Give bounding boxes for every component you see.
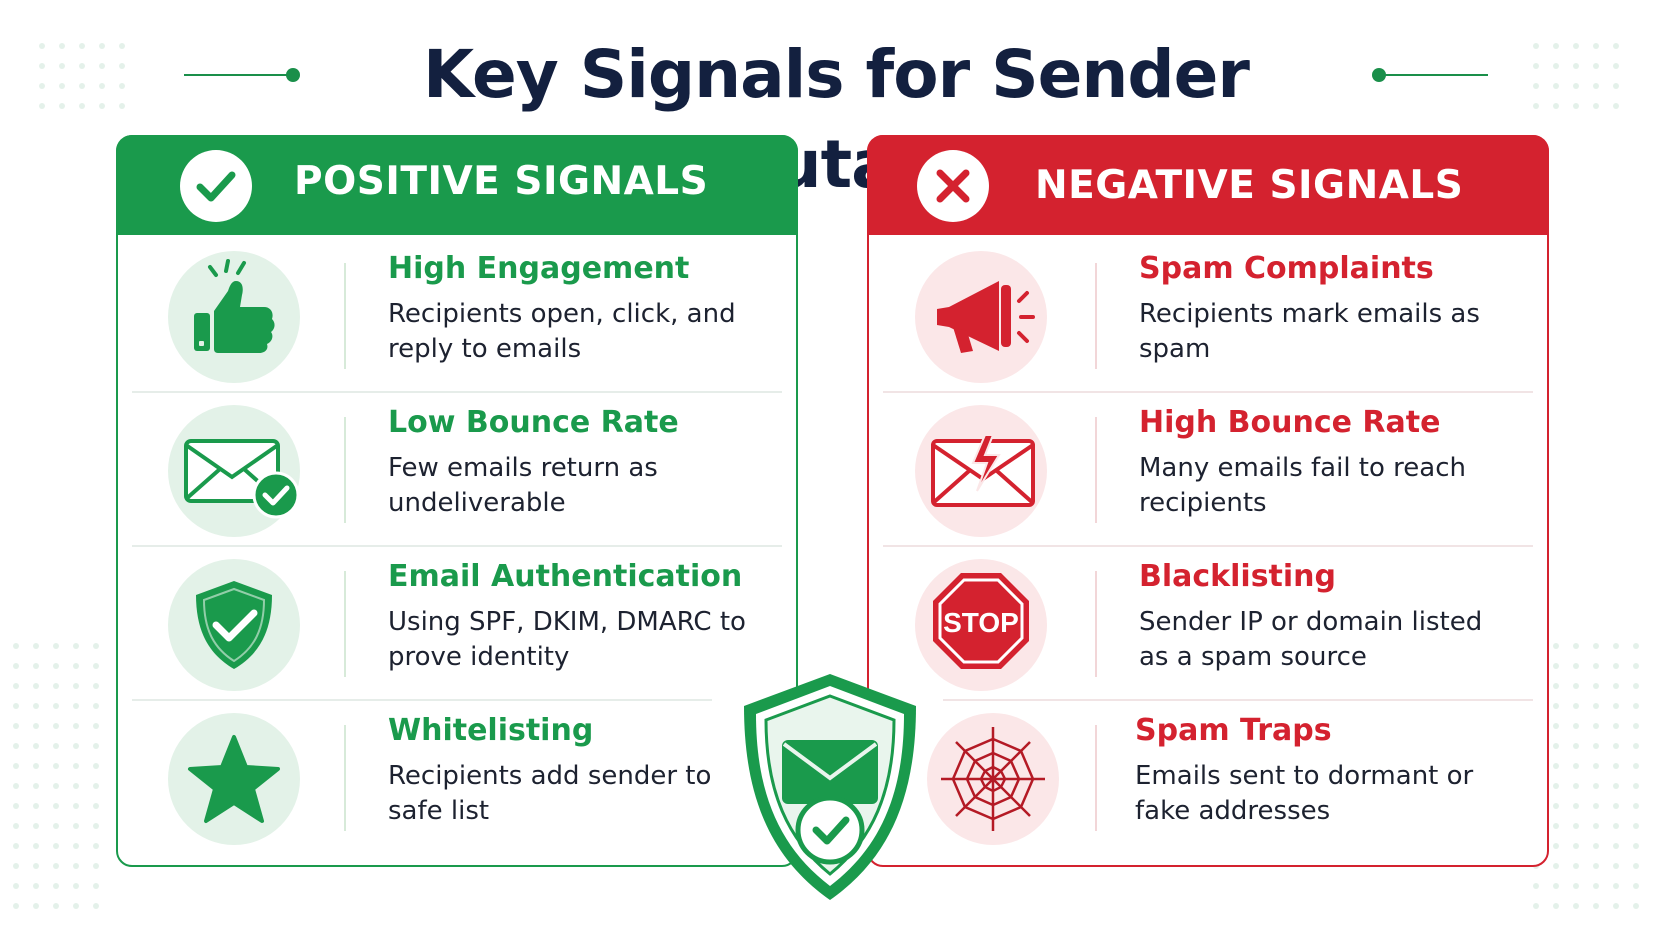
signal-description: Sender IP or domain listed as a spam sou… <box>1139 607 1483 672</box>
positive-panel-title: POSITIVE SIGNALS <box>294 159 709 204</box>
decorative-dots-top-left <box>39 43 125 109</box>
signal-title: Whitelisting <box>388 713 594 748</box>
stop-sign-icon: STOP <box>915 559 1047 691</box>
signal-title: High Engagement <box>388 251 690 286</box>
signal-title: Low Bounce Rate <box>388 405 679 440</box>
title-line-left <box>184 68 300 82</box>
envelope-check-icon <box>168 405 300 537</box>
signal-row-high-engagement: High Engagement Recipients open, click, … <box>132 239 782 393</box>
negative-panel-title: NEGATIVE SIGNALS <box>1035 163 1464 208</box>
signal-title: Spam Traps <box>1135 713 1332 748</box>
positive-signals-panel: POSITIVE SIGNALS High Engagement Recipie… <box>116 135 798 867</box>
signal-description: Few emails return as undeliverable <box>388 453 658 518</box>
signal-description: Recipients open, click, and reply to ema… <box>388 299 736 364</box>
signal-description: Using SPF, DKIM, DMARC to prove identity <box>388 607 746 672</box>
broken-envelope-icon <box>915 405 1047 537</box>
signal-row-spam-complaints: Spam Complaints Recipients mark emails a… <box>883 239 1533 393</box>
positive-panel-header: POSITIVE SIGNALS <box>116 135 798 235</box>
signal-title: High Bounce Rate <box>1139 405 1441 440</box>
signal-description: Emails sent to dormant or fake addresses <box>1135 761 1474 826</box>
signal-row-spam-traps: Spam Traps Emails sent to dormant or fak… <box>883 701 1533 855</box>
star-icon <box>168 713 300 845</box>
signal-row-high-bounce-rate: High Bounce Rate Many emails fail to rea… <box>883 393 1533 547</box>
check-icon <box>180 150 252 222</box>
decorative-dots-bottom-left <box>13 643 99 909</box>
shield-check-icon <box>168 559 300 691</box>
spider-web-icon <box>927 713 1059 845</box>
signal-row-email-authentication: Email Authentication Using SPF, DKIM, DM… <box>132 547 782 701</box>
signal-row-whitelisting: Whitelisting Recipients add sender to sa… <box>132 701 782 855</box>
signal-row-low-bounce-rate: Low Bounce Rate Few emails return as und… <box>132 393 782 547</box>
negative-signals-panel: NEGATIVE SIGNALS Spam Complaints Recipie… <box>867 135 1549 867</box>
signal-title: Email Authentication <box>388 559 743 594</box>
title-row: Key Signals for Sender Reputation <box>0 30 1672 203</box>
signal-title: Blacklisting <box>1139 559 1337 594</box>
shield-envelope-check-icon <box>730 668 930 908</box>
stop-sign-text: STOP <box>943 607 1019 638</box>
x-icon <box>917 150 989 222</box>
decorative-dots-top-right <box>1533 43 1619 109</box>
decorative-dots-bottom-right <box>1533 643 1639 909</box>
thumbs-up-icon <box>168 251 300 383</box>
signal-description: Recipients mark emails as spam <box>1139 299 1480 364</box>
megaphone-icon <box>915 251 1047 383</box>
signal-row-blacklisting: STOP Blacklisting Sender IP or domain li… <box>883 547 1533 701</box>
negative-panel-header: NEGATIVE SIGNALS <box>867 135 1549 235</box>
title-line-right <box>1372 68 1488 82</box>
signal-title: Spam Complaints <box>1139 251 1434 286</box>
signal-description: Many emails fail to reach recipients <box>1139 453 1466 518</box>
signal-description: Recipients add sender to safe list <box>388 761 712 826</box>
